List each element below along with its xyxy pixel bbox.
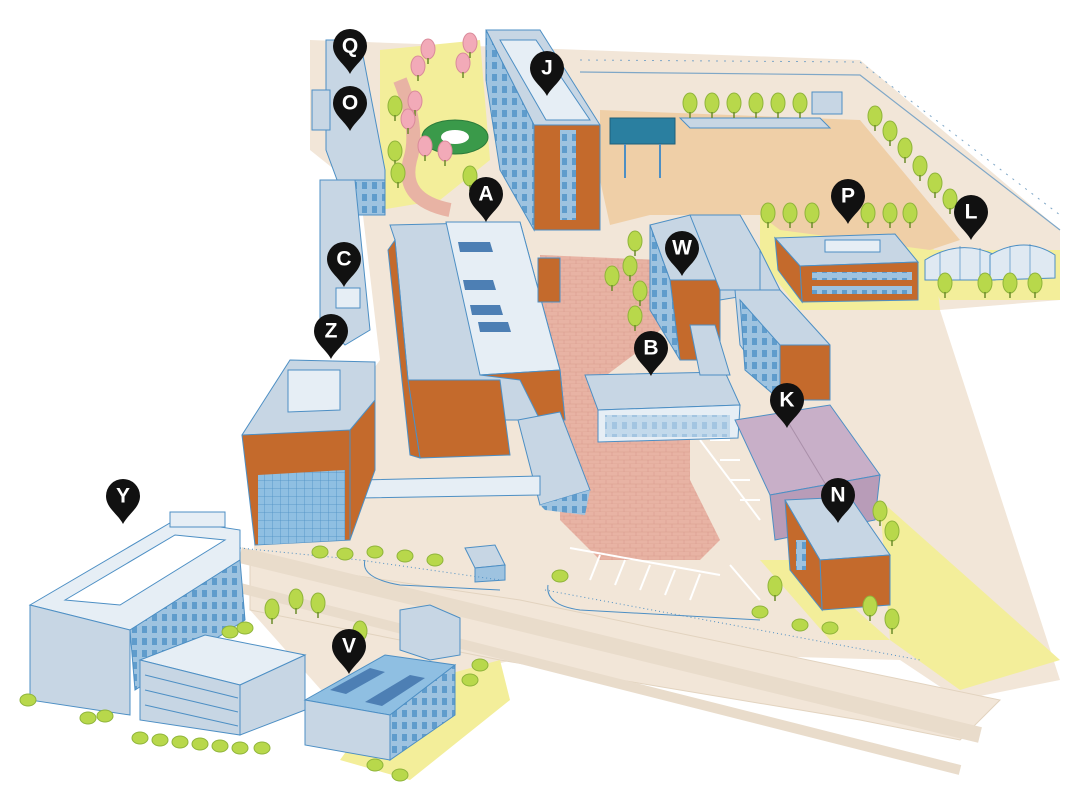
- marker-y-label: Y: [116, 485, 130, 508]
- marker-z[interactable]: Z: [314, 314, 348, 359]
- marker-k-label: K: [779, 389, 794, 412]
- marker-c[interactable]: C: [327, 242, 361, 287]
- building-a: [359, 221, 591, 515]
- marker-v[interactable]: V: [332, 629, 366, 674]
- marker-p-label: P: [841, 185, 855, 208]
- marker-k[interactable]: K: [770, 383, 804, 428]
- marker-y[interactable]: Y: [106, 479, 140, 524]
- marker-q-label: Q: [342, 35, 358, 58]
- building-b: [584, 371, 741, 443]
- marker-l-label: L: [965, 201, 978, 224]
- building-parking: [138, 634, 307, 736]
- marker-n[interactable]: N: [821, 478, 855, 523]
- map-markers: Q O J A P L W C: [106, 29, 988, 674]
- marker-c-label: C: [336, 248, 351, 271]
- building-z: [241, 359, 376, 546]
- building-n: [784, 496, 891, 612]
- building-p: [773, 233, 920, 304]
- marker-o[interactable]: O: [333, 86, 367, 131]
- marker-b[interactable]: B: [634, 331, 668, 376]
- marker-a[interactable]: A: [469, 177, 503, 222]
- marker-b-label: B: [643, 337, 658, 360]
- marker-p[interactable]: P: [831, 179, 865, 224]
- marker-n-label: N: [830, 484, 845, 507]
- marker-w-label: W: [672, 237, 692, 260]
- marker-v-label: V: [342, 635, 356, 658]
- garden-circle: [393, 77, 489, 217]
- marker-z-label: Z: [325, 320, 338, 343]
- marker-a-label: A: [478, 183, 493, 206]
- marker-j[interactable]: J: [530, 51, 564, 96]
- marker-o-label: O: [342, 92, 358, 115]
- fences: [239, 547, 921, 661]
- marker-q[interactable]: Q: [333, 29, 367, 74]
- marker-w[interactable]: W: [665, 231, 699, 276]
- building-v: [303, 604, 461, 761]
- marker-l[interactable]: L: [954, 195, 988, 240]
- marker-j-label: J: [541, 57, 553, 80]
